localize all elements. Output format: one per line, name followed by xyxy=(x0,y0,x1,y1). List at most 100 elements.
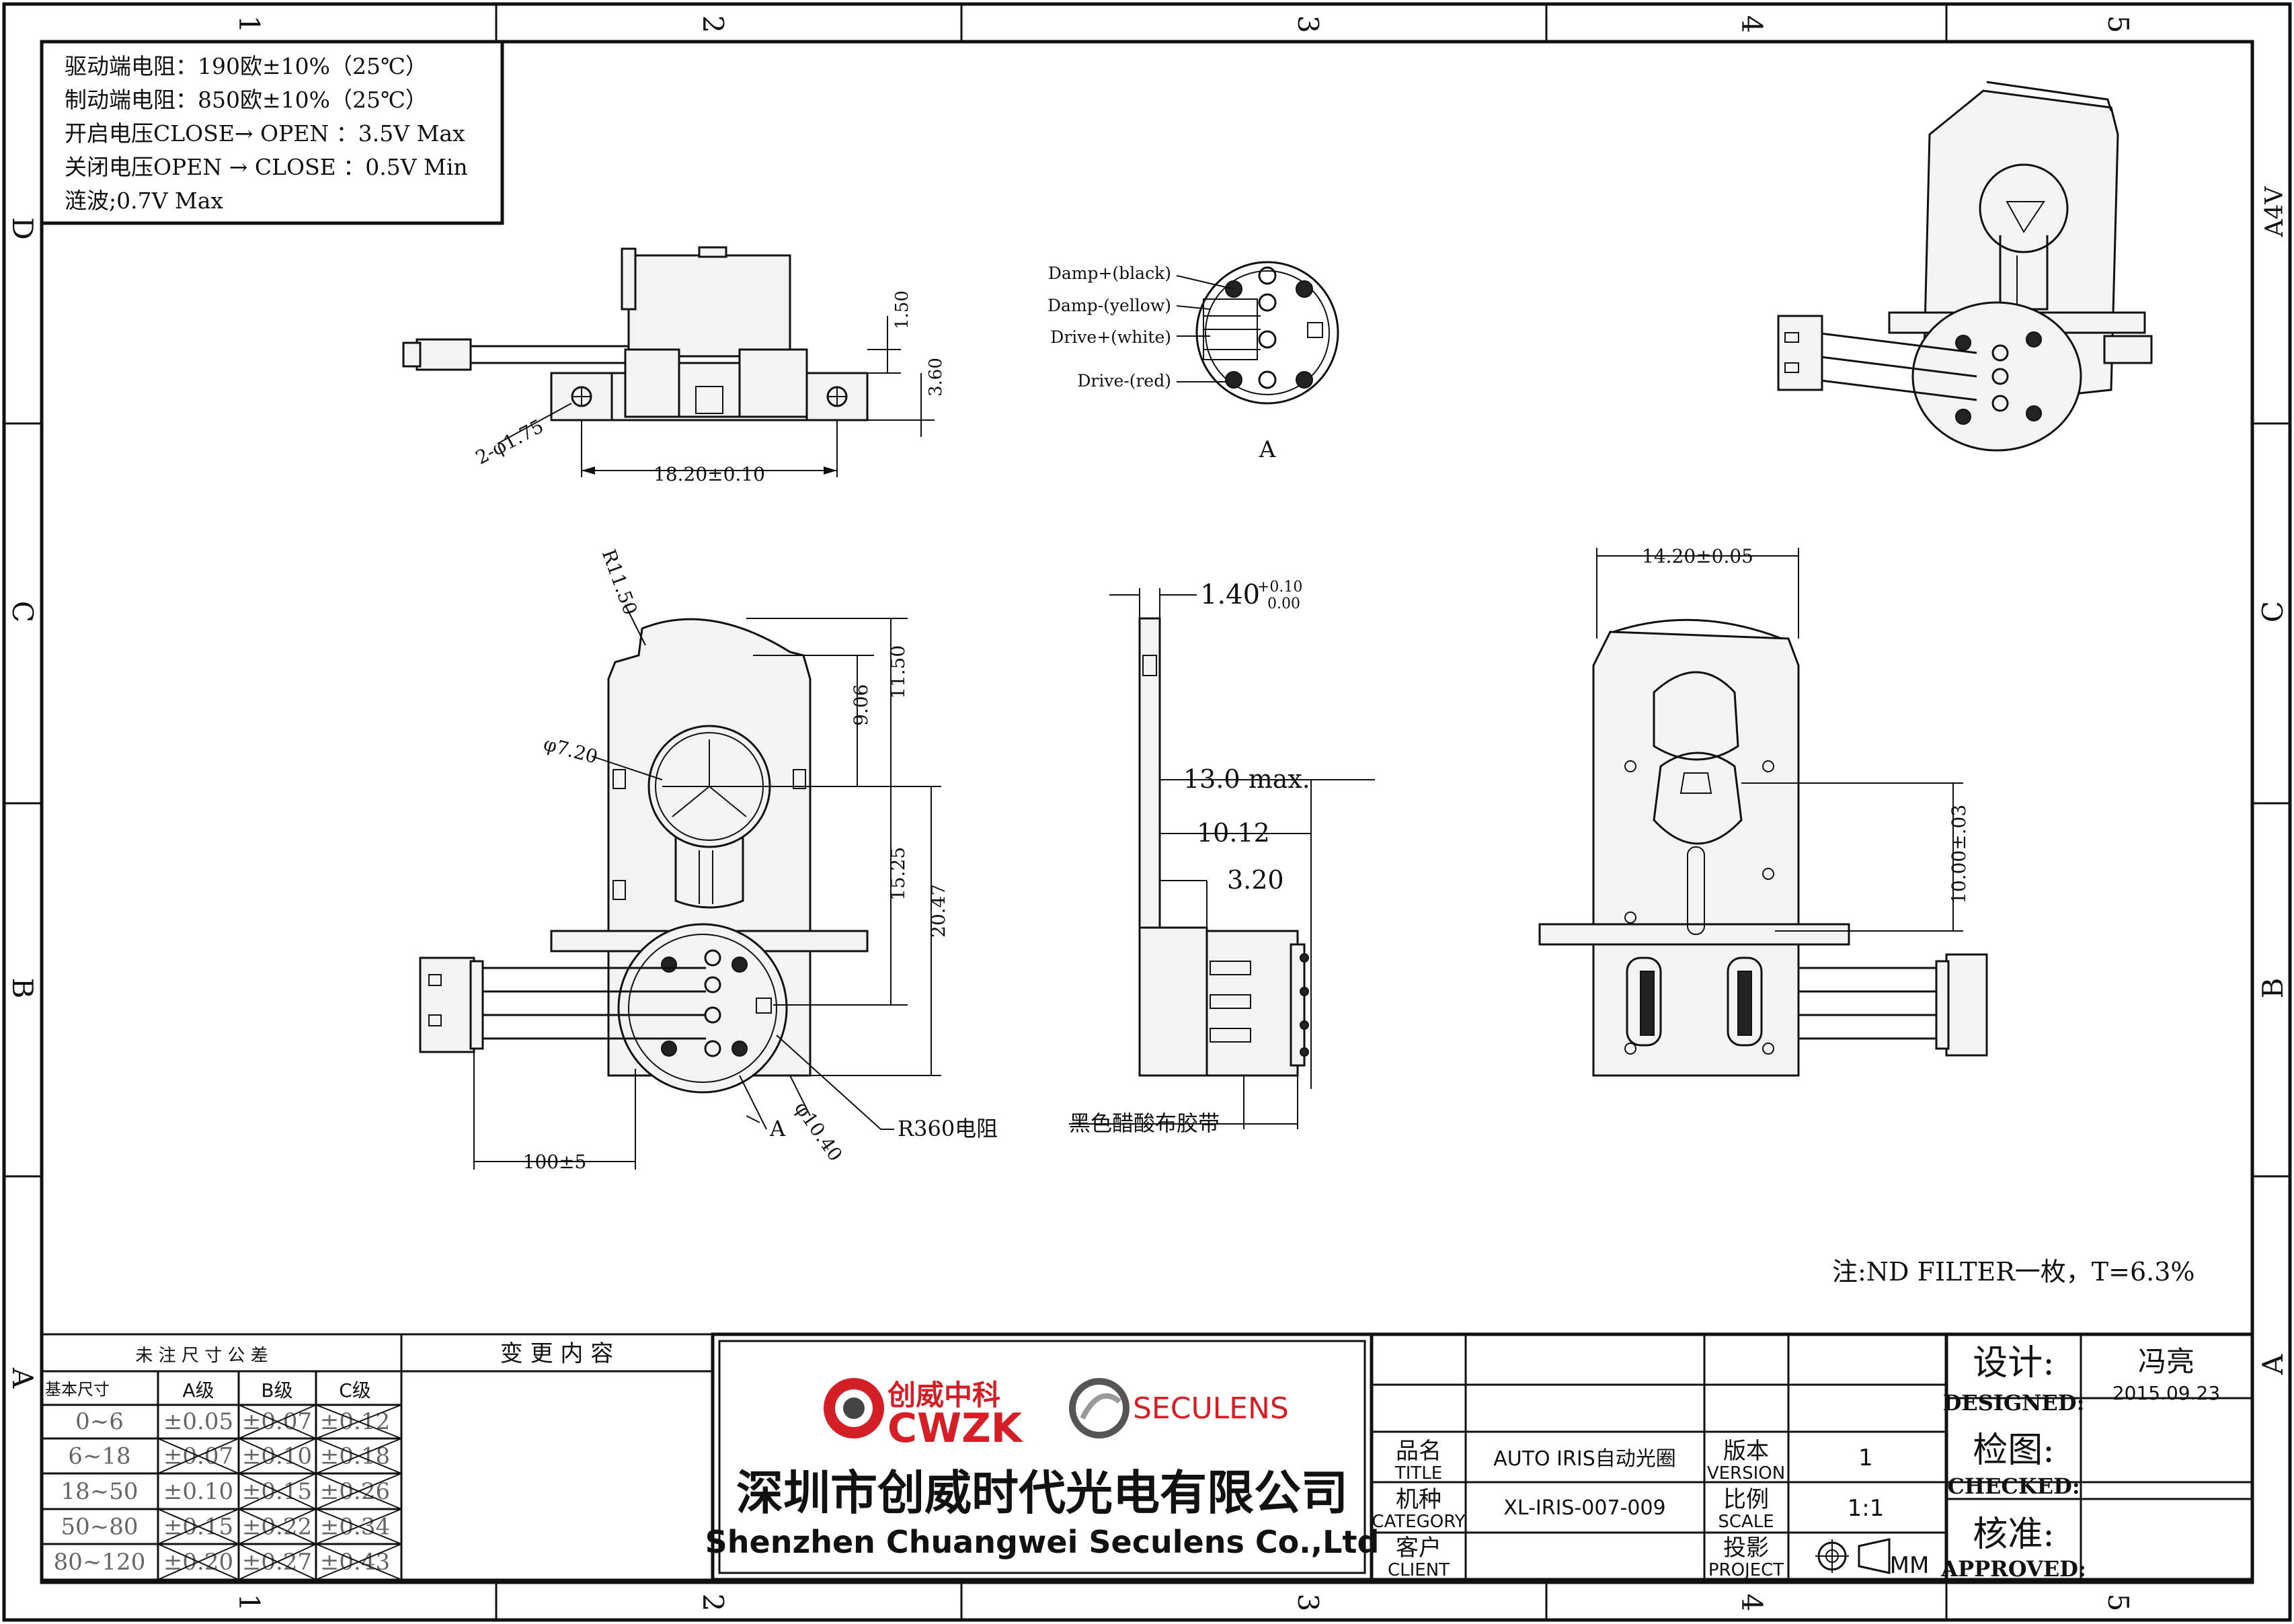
seculens-logo-text: SECULENS xyxy=(1133,1391,1289,1426)
dim-1525: 15.25 xyxy=(887,847,909,901)
tolerance-cell: 80~120 xyxy=(54,1549,146,1576)
zone-right-B: B xyxy=(2256,978,2289,999)
dim-width-1820: 18.20±0.10 xyxy=(654,463,765,485)
wire-drive-minus: Drive-(red) xyxy=(1077,371,1171,391)
design-date: 2015.09.23 xyxy=(2112,1382,2220,1404)
zone-top-1: 1 xyxy=(233,15,266,34)
dim-width-1420: 14.20±0.05 xyxy=(1642,545,1753,567)
note-drive-resistance: 驱动端电阻：190欧±10%（25℃） xyxy=(65,53,428,79)
dim-1000: 10.00±.03 xyxy=(1948,805,1970,904)
zone-top-3: 3 xyxy=(1292,15,1324,34)
cwzk-logo-cn: 创威中科 xyxy=(887,1379,1000,1412)
client-label-en: CLIENT xyxy=(1388,1560,1450,1580)
scale-label-cn: 比例 xyxy=(1723,1486,1769,1513)
detail-a-callout: A xyxy=(769,1116,786,1141)
dim-150: 1.50 xyxy=(892,290,912,329)
isometric-view xyxy=(1777,81,2153,452)
wire-damp-minus: Damp-(yellow) xyxy=(1047,296,1171,315)
tolerance-table: 未 注 尺 寸 公 差 基本尺寸 A级 B级 C级 0~6±0.05±0.07±… xyxy=(40,1333,403,1581)
strike-line xyxy=(238,1404,317,1439)
note-open-voltage: 开启电压CLOSE→ OPEN ：3.5V Max xyxy=(65,120,465,147)
scale-label-en: SCALE xyxy=(1718,1512,1774,1532)
project-label-cn: 投影 xyxy=(1723,1535,1769,1561)
strike-line xyxy=(315,1473,402,1510)
tolerance-rows: 0~6±0.05±0.07±0.126~18±0.07±0.10±0.1818~… xyxy=(54,1404,402,1580)
change-table-title: 变 更 内 容 xyxy=(500,1340,613,1367)
dim-max: 13.0 max. xyxy=(1183,764,1310,794)
front-view: 9.06 11.50 15.25 20.47 R11.50 φ7.20 100±… xyxy=(419,546,998,1173)
tolerance-cell: 18~50 xyxy=(61,1478,138,1505)
zone-bottom-3: 3 xyxy=(1292,1594,1324,1612)
category-label-cn: 机种 xyxy=(1396,1486,1441,1513)
zone-left-C: C xyxy=(6,601,39,622)
tolerance-cell: 6~18 xyxy=(68,1443,130,1469)
detail-a-view: Damp+(black) Damp-(yellow) Drive+(white)… xyxy=(1047,261,1339,463)
strike-line xyxy=(315,1404,402,1439)
strike-line xyxy=(157,1543,239,1580)
note-close-voltage: 关闭电压OPEN → CLOSE ：0.5V Min xyxy=(65,154,468,180)
dim-1012: 10.12 xyxy=(1197,818,1270,848)
tape-label: 黑色醋酸布胶带 xyxy=(1069,1110,1220,1136)
project-label-en: PROJECT xyxy=(1708,1560,1784,1580)
strike-line xyxy=(315,1438,402,1474)
top-view: 18.20±0.10 2-φ1.75 1.50 3.60 xyxy=(402,246,946,485)
approved-label-cn: 核准: xyxy=(1973,1514,2055,1555)
tolerance-cell: 50~80 xyxy=(61,1513,138,1540)
tol-head-size: 基本尺寸 xyxy=(45,1380,110,1399)
tolerance-title: 未 注 尺 寸 公 差 xyxy=(135,1346,268,1366)
zone-top-5: 5 xyxy=(2102,15,2135,34)
designed-label-cn: 设计: xyxy=(1973,1343,2055,1383)
zone-right-A: A xyxy=(2256,1354,2289,1375)
checked-label-en: CHECKED: xyxy=(1947,1473,2080,1499)
resistor-label: R360电阻 xyxy=(898,1116,998,1141)
dim-1150: 11.50 xyxy=(887,645,909,699)
strike-line xyxy=(238,1473,317,1510)
seculens-logo: SECULENS xyxy=(1069,1378,1289,1438)
strike-line xyxy=(157,1508,239,1545)
zone-bottom-1: 1 xyxy=(233,1594,266,1612)
category-value: XL-IRIS-007-009 xyxy=(1503,1496,1665,1520)
company-block: 创威中科 CWZK SECULENS 深圳市创威时代光电有限公司 Shenzhe… xyxy=(705,1332,1380,1582)
zone-left-B: B xyxy=(6,978,39,999)
title-block: 品名 TITLE AUTO IRIS自动光圈 机种 CATEGORY XL-IR… xyxy=(1370,1332,2254,1582)
detail-a-label: A xyxy=(1259,436,1276,463)
tolerance-cell: ±0.05 xyxy=(163,1408,233,1435)
title-label-cn: 品名 xyxy=(1396,1438,1441,1465)
version-label-en: VERSION xyxy=(1707,1463,1785,1484)
cwzk-logo: 创威中科 CWZK xyxy=(824,1378,1024,1452)
projection-symbol-icon xyxy=(1815,1538,1891,1574)
change-table: 变 更 内 容 xyxy=(400,1333,714,1581)
company-name-cn: 深圳市创威时代光电有限公司 xyxy=(736,1465,1348,1520)
dim-thickness: 1.40 xyxy=(1200,579,1260,610)
scale-value: 1:1 xyxy=(1848,1495,1885,1522)
zone-bottom-2: 2 xyxy=(697,1594,729,1612)
client-label-cn: 客户 xyxy=(1396,1535,1441,1561)
strike-line xyxy=(238,1508,317,1545)
note-brake-resistance: 制动端电阻：850欧±10%（25℃） xyxy=(65,87,428,113)
category-label-en: CATEGORY xyxy=(1372,1512,1465,1532)
tol-head-b: B级 xyxy=(261,1379,292,1402)
unit-label: MM xyxy=(1890,1552,1930,1579)
cwzk-logo-en: CWZK xyxy=(887,1405,1024,1452)
company-name-en: Shenzhen Chuangwei Seculens Co.,Ltd xyxy=(705,1524,1380,1560)
strike-line xyxy=(315,1508,402,1545)
notes-box: 驱动端电阻：190欧±10%（25℃） 制动端电阻：850欧±10%（25℃） … xyxy=(40,40,504,225)
nd-filter-note: 注:ND FILTER一枚，T=6.3% xyxy=(1832,1257,2195,1287)
zone-bottom-4: 4 xyxy=(1735,1594,1768,1612)
note-ripple: 涟波;0.7V Max xyxy=(65,188,223,214)
version-value: 1 xyxy=(1858,1445,1873,1471)
dim-320: 3.20 xyxy=(1227,865,1284,895)
version-label-cn: 版本 xyxy=(1723,1438,1769,1465)
zone-top-4: 4 xyxy=(1735,15,1768,34)
diameter-label: φ7.20 xyxy=(541,733,600,768)
strike-line xyxy=(315,1543,402,1580)
strike-line xyxy=(157,1438,239,1474)
side-view: 1.40 +0.10 0.00 13.0 max. 10.12 3.20 黑色醋… xyxy=(1069,579,1375,1136)
dim-thickness-upper: +0.10 xyxy=(1257,579,1302,596)
tol-head-a: A级 xyxy=(182,1379,214,1402)
strike-line xyxy=(238,1543,317,1580)
tolerance-cell: 0~6 xyxy=(75,1408,124,1435)
tol-head-c: C级 xyxy=(339,1379,371,1402)
